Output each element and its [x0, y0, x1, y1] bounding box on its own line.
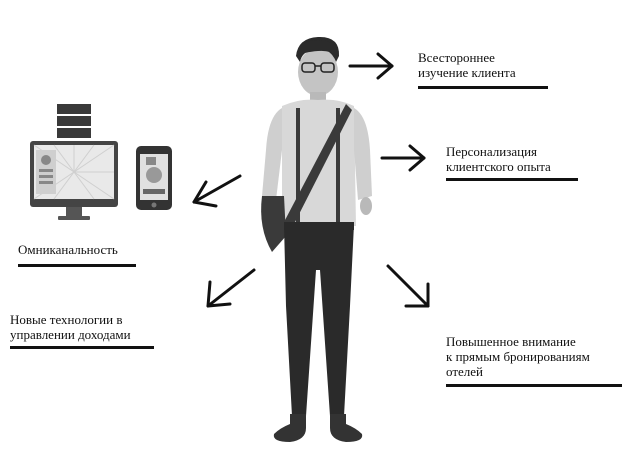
- underline-technologies: [10, 346, 154, 349]
- underline-client-study: [418, 86, 548, 89]
- underline-personalization: [446, 178, 578, 181]
- arrow-left-omnichannel-icon: [192, 174, 242, 208]
- arrow-down-left-icon: [206, 268, 256, 308]
- smartphone-icon: [136, 146, 172, 210]
- underline-omnichannel: [18, 264, 136, 267]
- arrow-right-top-icon: [348, 52, 394, 80]
- server-stack-icon: [57, 104, 91, 138]
- label-client-study: Всестороннее изучение клиента: [418, 50, 516, 80]
- label-technologies: Новые технологии в управлении доходами: [10, 312, 131, 342]
- label-personalization: Персонализация клиентского опыта: [446, 144, 551, 174]
- label-direct-booking: Повышенное внимание к прямым бронировани…: [446, 334, 590, 379]
- arrow-right-middle-icon: [380, 144, 426, 172]
- desktop-monitor-icon: [30, 141, 118, 220]
- underline-direct-booking: [446, 384, 622, 387]
- arrow-down-right-icon: [386, 264, 430, 308]
- label-omnichannel: Омниканальность: [18, 242, 118, 257]
